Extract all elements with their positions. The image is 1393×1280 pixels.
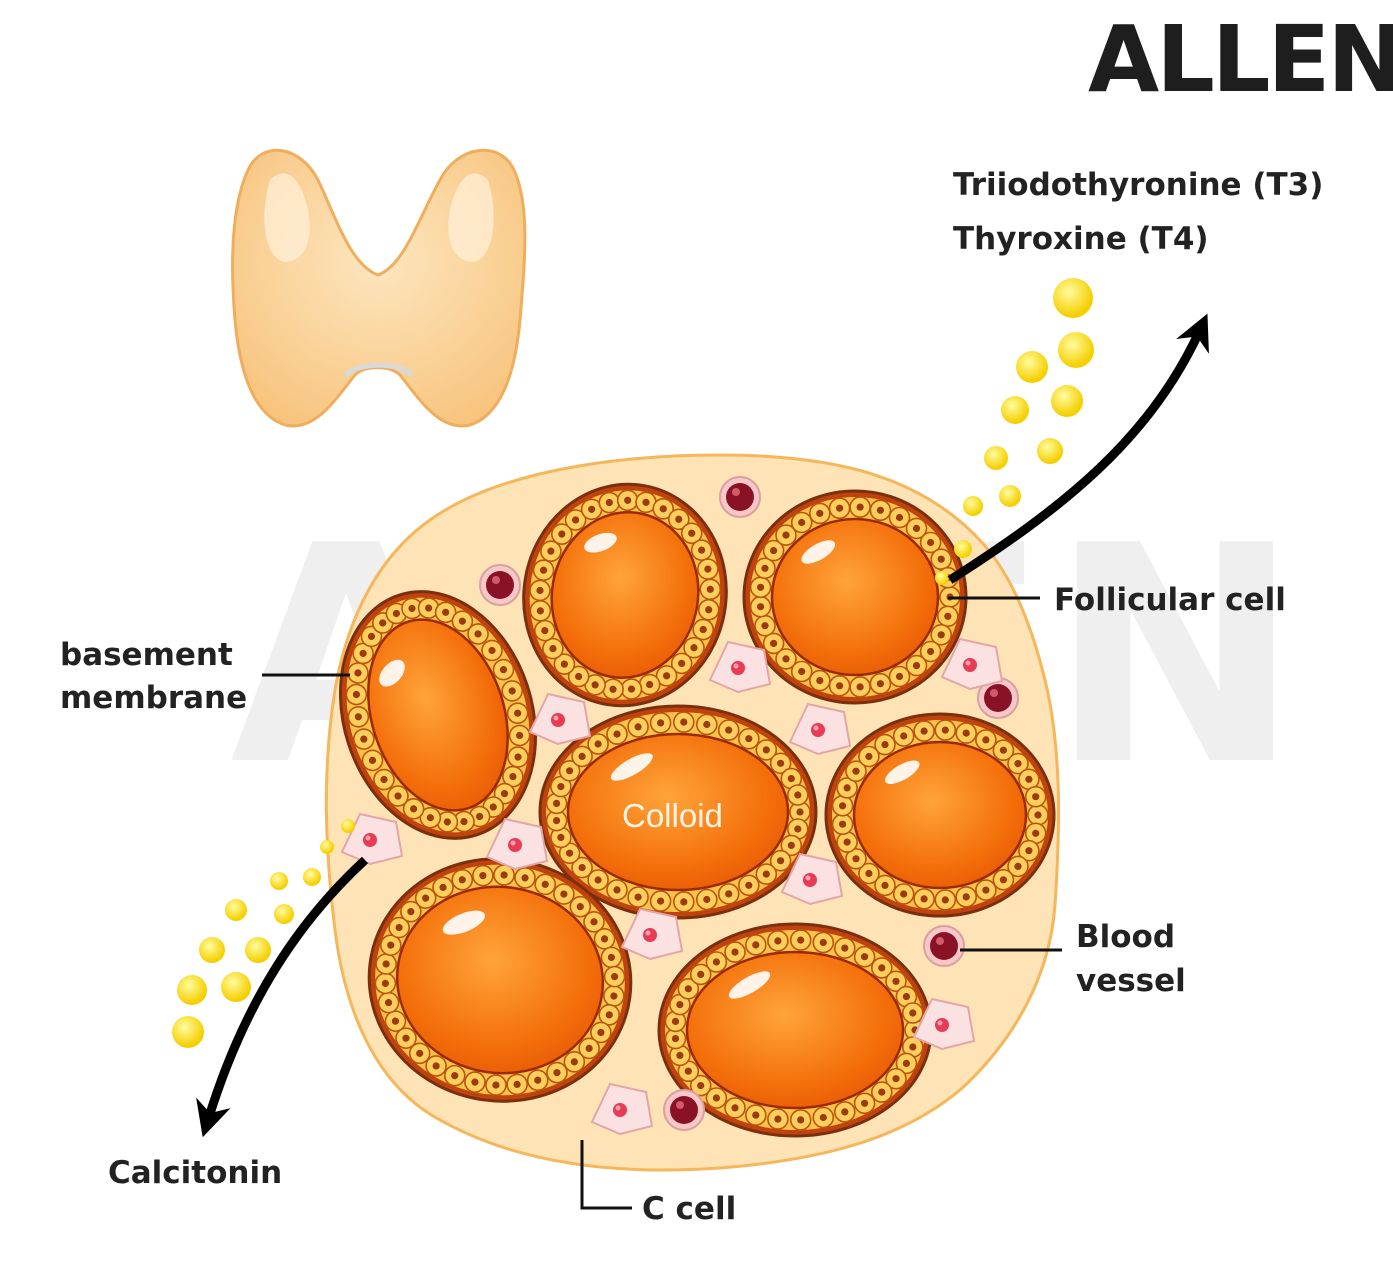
colloid-region	[685, 950, 905, 1110]
label-c-cell: C cell	[642, 1191, 737, 1227]
hormone-dot	[177, 975, 207, 1005]
follicle	[522, 482, 728, 708]
hormone-dot	[954, 540, 972, 558]
label-blood-line1: Blood	[1076, 919, 1176, 955]
label-basement-line1: basement	[60, 637, 233, 673]
hormone-dot	[984, 446, 1008, 470]
label-colloid: Colloid	[622, 797, 723, 834]
blood-vessels	[479, 476, 1019, 1131]
hormone-dot	[303, 868, 321, 886]
calcitonin-arrow	[196, 856, 369, 1138]
label-triiodothyronine: Triiodothyronine (T3)	[953, 167, 1324, 203]
hormone-dot	[1053, 278, 1093, 318]
hormone-dot	[963, 496, 983, 516]
hormone-dot	[1051, 385, 1083, 417]
hormone-dot	[221, 972, 251, 1002]
highlight	[442, 910, 486, 935]
hormone-dot	[270, 872, 288, 890]
hormone-dot	[274, 904, 294, 924]
highlight	[801, 540, 836, 564]
highlight	[379, 659, 405, 687]
label-follicular-cell: Follicular cell	[1054, 582, 1286, 618]
label-blood-line2: vessel	[1076, 963, 1186, 999]
follicle	[367, 857, 633, 1103]
hormone-dot	[199, 937, 225, 963]
c-cell-leader	[580, 1140, 632, 1210]
label-basement-line2: membrane	[60, 680, 248, 716]
follicle	[538, 704, 818, 920]
hormone-dot	[172, 1016, 204, 1048]
thyroid-hormone-arrow	[947, 313, 1209, 584]
c-cells	[340, 637, 1004, 1136]
colloid-region	[770, 517, 940, 677]
follicle	[824, 712, 1056, 918]
highlight	[584, 532, 617, 553]
hormone-dot	[1001, 396, 1029, 424]
highlight	[884, 760, 920, 784]
hormone-dot	[245, 937, 271, 963]
allen-logo: ALLEN	[1088, 6, 1393, 113]
hormone-dot	[1058, 332, 1094, 368]
follicle	[657, 922, 933, 1138]
hormone-dot	[225, 899, 247, 921]
hormone-dot	[320, 840, 334, 854]
hormone-dot	[1037, 438, 1063, 464]
hormone-dot	[1016, 351, 1048, 383]
follicles	[338, 482, 1056, 1138]
label-thyroxine: Thyroxine (T4)	[953, 221, 1209, 257]
label-calcitonin: Calcitonin	[108, 1155, 283, 1191]
colloid-region	[550, 511, 700, 679]
thyroid-gland-illustration	[231, 148, 527, 428]
colloid-region	[852, 740, 1028, 890]
hormone-dots	[172, 278, 1094, 1048]
follicle	[742, 489, 968, 705]
highlight	[610, 753, 653, 781]
hormone-dot	[935, 571, 949, 585]
hormone-dot	[341, 819, 355, 833]
hormone-dot	[999, 485, 1021, 507]
highlight	[728, 971, 771, 999]
follicle	[338, 590, 538, 840]
